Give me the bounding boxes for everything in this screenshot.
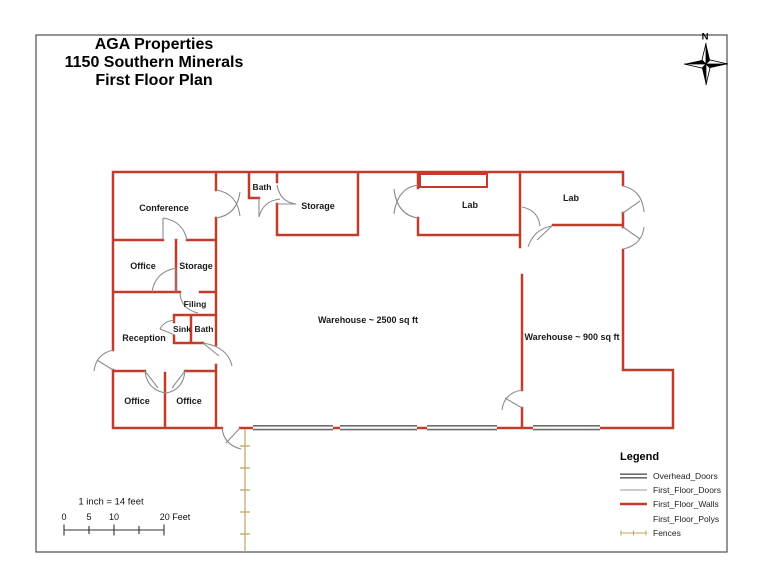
room-label-reception: Reception — [122, 333, 166, 343]
legend-item-label: First_Floor_Polys — [653, 513, 720, 524]
legend-item-label: First_Floor_Walls — [653, 499, 719, 510]
room-label-lab-left: Lab — [461, 200, 479, 210]
door-arcs — [93, 184, 645, 450]
scale-caption: 1 inch = 14 feet — [78, 496, 144, 508]
room-label-conference: Conference — [139, 203, 189, 213]
legend-item-overhead-doors: Overhead_Doors — [620, 469, 740, 483]
legend-item-first-floor-doors: First_Floor_Doors — [620, 483, 740, 497]
first-floor-doors-symbol-icon — [620, 486, 647, 494]
room-label-warehouse-main: Warehouse ~ 2500 sq ft — [318, 315, 418, 325]
title-line-2: 1150 Southern Minerals — [64, 54, 244, 71]
title-line-3: First Floor Plan — [95, 72, 213, 89]
legend-item-first-floor-walls: First_Floor_Walls — [620, 497, 740, 511]
map-border — [35, 34, 728, 553]
scale-tick-5: 5 — [86, 512, 92, 522]
room-label-office-bottom-left: Office — [124, 396, 150, 406]
room-label-warehouse-small: Warehouse ~ 900 sq ft — [524, 332, 620, 342]
north-arrow-icon — [683, 42, 729, 86]
legend-item-label: Fences — [653, 527, 681, 538]
fence-line — [240, 429, 250, 552]
entry-notch — [419, 173, 488, 188]
legend-item-label: Overhead_Doors — [653, 471, 718, 482]
room-label-bath-inner: Bath — [194, 324, 214, 334]
scale-tick-10: 10 — [108, 512, 120, 522]
legend-title: Legend — [620, 451, 660, 463]
room-label-office-upper: Office — [130, 261, 156, 271]
room-label-office-bottom-right: Office — [176, 396, 202, 406]
room-label-lab-right: Lab — [562, 193, 580, 203]
legend-item-fences: Fences — [620, 526, 740, 540]
first-floor-walls-symbol-icon — [620, 500, 647, 508]
room-label-storage-top: Storage — [301, 201, 335, 211]
legend-item-label: First_Floor_Doors — [653, 485, 722, 496]
title-line-1: AGA Properties — [94, 36, 214, 53]
room-label-bath-top: Bath — [252, 182, 272, 192]
scale-tick-0: 0 — [61, 512, 67, 522]
overhead-doors-symbol-icon — [620, 472, 647, 480]
legend: Legend Overhead_Doors First_Floor_Doors — [620, 451, 740, 540]
legend-item-first-floor-polys: First_Floor_Polys — [620, 512, 740, 526]
north-label: N — [701, 31, 709, 43]
map-title: AGA Properties 1150 Southern Minerals Fi… — [40, 36, 268, 90]
room-label-storage-left: Storage — [179, 261, 213, 271]
scale-tick-20: 20 Feet — [159, 512, 191, 522]
room-label-filing: Filing — [183, 299, 207, 309]
overhead-doors — [253, 423, 600, 432]
fences-symbol-icon — [620, 529, 647, 537]
room-label-sink: Sink — [173, 324, 191, 334]
scale-bar — [63, 524, 165, 536]
